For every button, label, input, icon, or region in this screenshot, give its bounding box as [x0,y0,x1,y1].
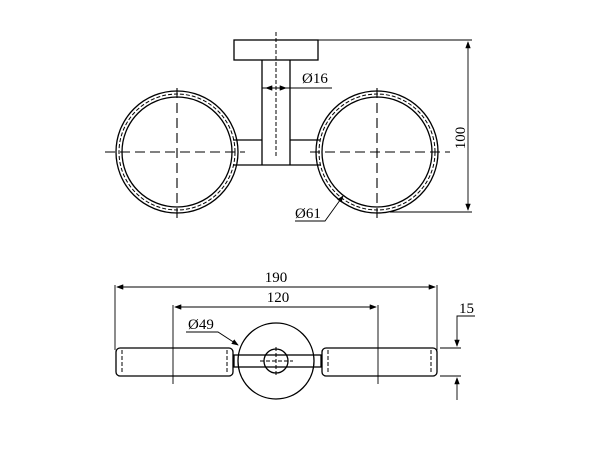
ring-diameter-leader [295,195,344,222]
left-bar [115,347,234,377]
right-ring [310,88,450,220]
thickness-dimension-top [454,315,475,347]
base-plate [237,322,315,400]
height-label: 100 [453,127,469,150]
overall-width-label: 190 [265,270,288,286]
stem-diameter-label: Ø16 [302,71,328,87]
base-diameter-leader [186,331,239,346]
top-view: Ø16 Ø61 100 [105,32,472,222]
right-bar [321,347,438,377]
base-diameter-label: Ø49 [188,317,214,333]
thickness-label: 15 [459,301,474,317]
ring-diameter-label: Ø61 [295,206,321,222]
center-distance-label: 120 [267,290,290,306]
bottom-view: 190 120 Ø49 15 [114,270,475,400]
center-bar [233,354,322,368]
left-ring [105,88,245,220]
